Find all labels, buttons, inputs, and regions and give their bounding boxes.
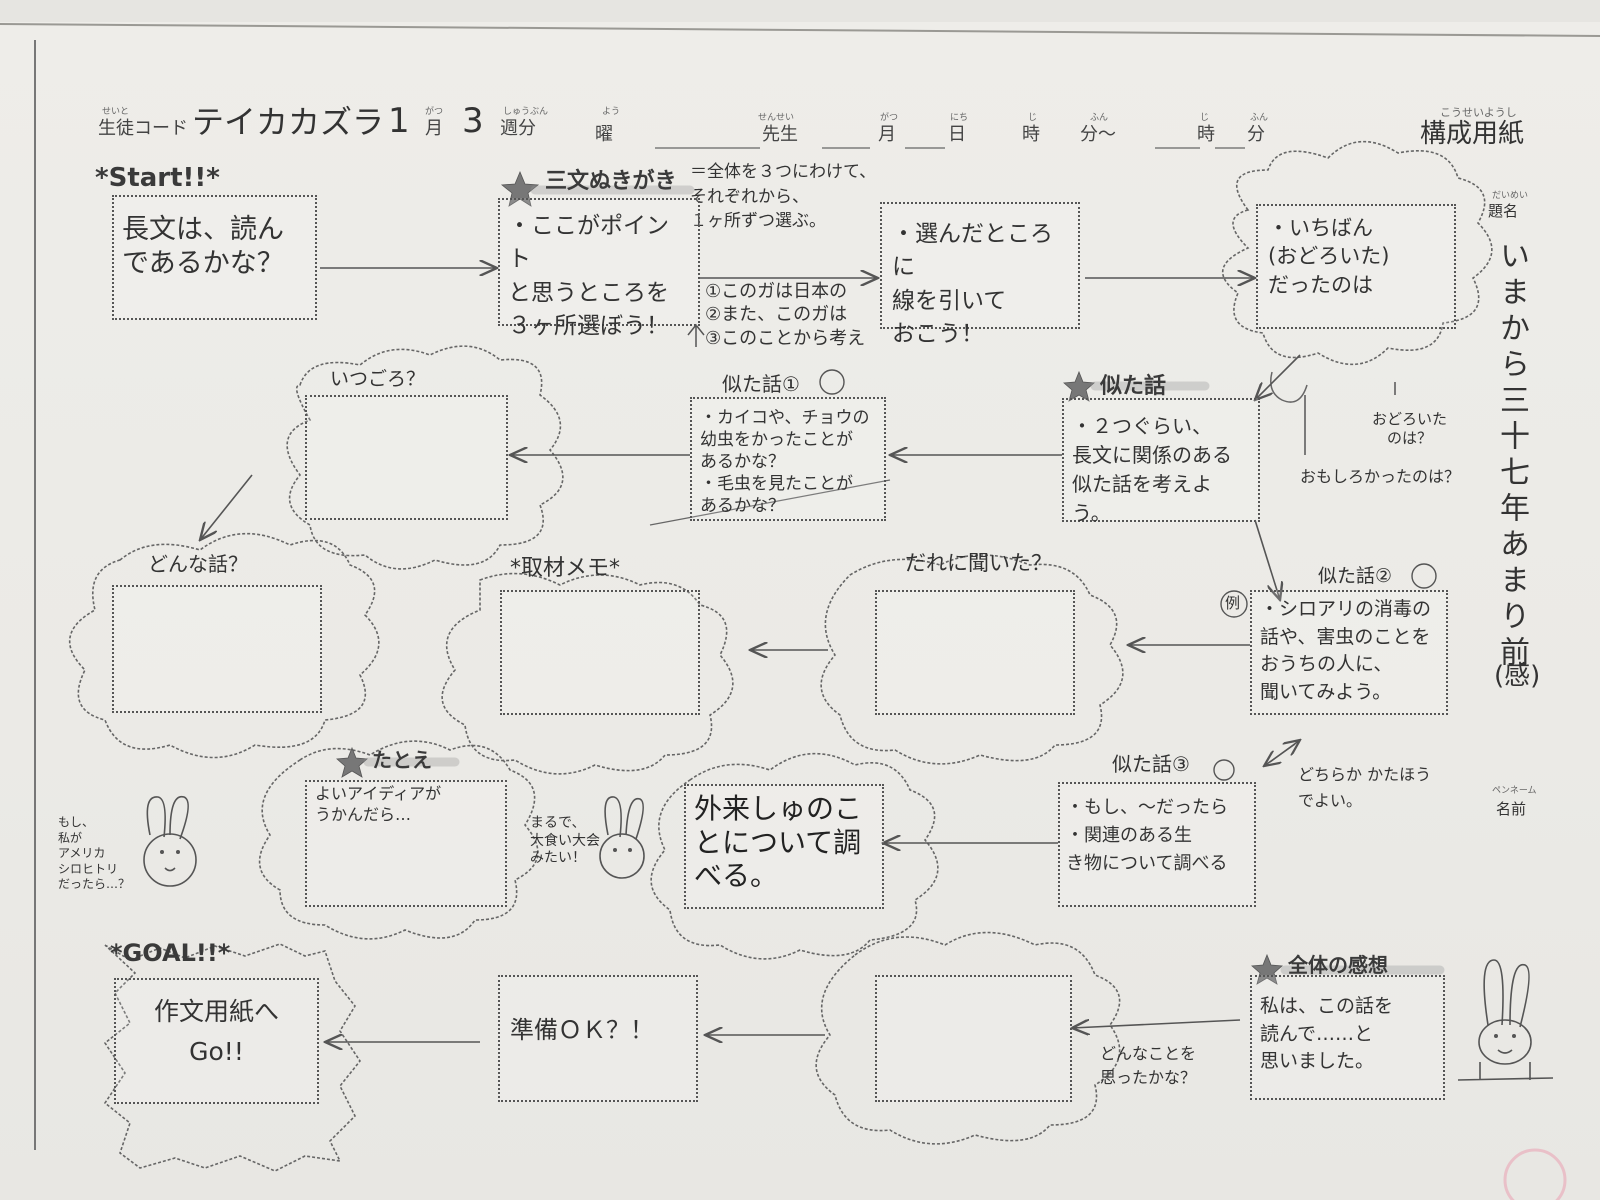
similar2-text: ・シロアリの消毒の 話や、害虫のことを おうちの人に、 聞いてみよう。 [1260, 598, 1432, 703]
minute-ruby: ふん [1090, 113, 1109, 123]
similar3-box: ・もし、～だったら ・関連のある生 き物について調べる [1058, 782, 1256, 907]
date-month-ruby: がつ [880, 113, 899, 123]
sheet-title-ruby: こうせいようし [1440, 106, 1517, 119]
surprised-note: おどろいた のは？ [1372, 410, 1448, 447]
weekday-label: 曜 [595, 124, 613, 145]
analogy-heading: たとえ [372, 748, 432, 772]
what-story-label: どんな話？ [148, 552, 248, 576]
name-ruby: ペンネーム [1492, 786, 1537, 796]
when-label: いつごろ？ [330, 368, 426, 390]
month-unit: 月 [425, 118, 443, 139]
minute-label: 分～ [1080, 124, 1116, 145]
draw-line-box: ・選んだところに 線を引いて おこう！ [880, 202, 1080, 347]
essay-title: いまから三十七年あまり前 [1494, 240, 1529, 672]
worksheet-paper [0, 22, 1600, 1200]
surprised-text: ・いちばん (おどろいた) だったのは [1268, 216, 1390, 297]
month-value: 1 [388, 101, 410, 141]
start-box: 長文は、読ん であるかな？ [112, 195, 317, 320]
interview-box[interactable] [500, 590, 700, 715]
goal-heading: *GOAL!!* [110, 939, 231, 967]
ready-box: 準備ＯＫ？！ [498, 975, 698, 1102]
similar1-box: ・カイコや、チョウの 幼虫をかったことが あるかな？ ・毛虫を見たことが あるか… [690, 397, 886, 521]
goal-text: 作文用紙へ Go!! [153, 997, 279, 1066]
goal-box: 作文用紙へ Go!! [114, 978, 319, 1104]
hour-label: 時 [1022, 124, 1040, 145]
interesting-note: おもしろかったのは？ [1300, 467, 1461, 486]
similar2-heading: 似た話② [1318, 565, 1393, 587]
who-asked-label: だれに聞いた？ [905, 551, 1052, 575]
teacher-ruby: せんせい [758, 113, 795, 123]
overall-box: 私は、この話を 読んで……と 思いました。 [1250, 975, 1445, 1100]
either-ok-note: どちらか かたほう でよい。 [1298, 765, 1432, 810]
hour-ruby: じ [1028, 113, 1038, 123]
date-day-label: 日 [948, 124, 966, 145]
month-ruby: がつ [425, 107, 444, 117]
week-value: 3 [462, 101, 484, 141]
similar-main-heading: 似た話 [1100, 374, 1167, 399]
who-asked-box[interactable] [875, 590, 1075, 715]
excerpts-note: ＝全体を３つにわけて、 それぞれから、 １ヶ所ずつ選ぶ。 [690, 162, 877, 232]
overall-answer-box[interactable] [875, 975, 1072, 1102]
title-label: 題名 [1488, 202, 1519, 220]
week-ruby: しゅうぶん [503, 107, 549, 117]
start-heading: *Start!!* [95, 163, 220, 193]
date-month-label: 月 [878, 124, 896, 145]
similar3-text: ・もし、～だったら ・関連のある生 き物について調べる [1066, 797, 1228, 874]
date-day-ruby: にち [950, 113, 969, 123]
similar2-example: 例 [1225, 594, 1241, 612]
name-label: 名前 [1496, 800, 1527, 818]
what-story-box[interactable] [112, 585, 322, 713]
similar1-text: ・カイコや、チョウの 幼虫をかったことが あるかな？ ・毛虫を見たことが あるか… [700, 408, 870, 517]
ready-text: 準備ＯＫ？！ [510, 1016, 654, 1044]
left-margin-line [34, 40, 36, 1150]
rabbit2-speech: まるで、 大食い大会みたい！ [530, 815, 600, 866]
draw-line-text: ・選んだところに 線を引いて おこう！ [892, 221, 1053, 348]
rabbit1-speech: もし、 私が アメリカ シロヒトリ だったら…？ [58, 815, 131, 892]
surprised-box: ・いちばん (おどろいた) だったのは [1256, 204, 1456, 329]
student-name: テイカカズラ [192, 103, 385, 141]
analogy-text: よいアイディアが うかんだら… [315, 784, 442, 824]
teacher-label: 先生 [762, 124, 798, 145]
similar2-box: ・シロアリの消毒の 話や、害虫のことを おうちの人に、 聞いてみよう。 [1250, 590, 1448, 715]
similar-main-box: ・２つぐらい、 長文に関係のある 似た話を考えよう。 [1062, 398, 1260, 525]
overall-text: 私は、この話を 読んで……と 思いました。 [1260, 995, 1394, 1073]
interview-label: *取材メモ* [510, 556, 621, 581]
week-unit: 週分 [500, 118, 536, 139]
similar3-heading: 似た話③ [1112, 752, 1190, 776]
excerpts-heading: 三文ぬきがき [545, 169, 677, 194]
excerpts-box: ・ここがポイント と思うところを ３ヶ所選ぼう！ [498, 198, 700, 339]
excerpts-text: ・ここがポイント と思うところを ３ヶ所選ぼう！ [508, 213, 669, 340]
overall-prompt: どんなことを 思ったかな？ [1100, 1044, 1197, 1087]
minute2-label: 分 [1247, 124, 1265, 145]
sheet-title: 構成用紙 [1420, 119, 1525, 149]
code-ruby: せいと [102, 107, 130, 117]
overall-heading: 全体の感想 [1288, 953, 1388, 977]
hour2-ruby: じ [1200, 113, 1210, 123]
start-text: 長文は、読ん であるかな？ [122, 214, 284, 279]
when-box[interactable] [305, 395, 508, 520]
research-box: 外来しゅのこ とについて調 べる。 [684, 784, 884, 909]
minute2-ruby: ふん [1250, 113, 1269, 123]
research-text: 外来しゅのこ とについて調 べる。 [694, 792, 863, 893]
similar-main-text: ・２つぐらい、 長文に関係のある 似た話を考えよう。 [1072, 414, 1232, 525]
excerpts-hints: ①このガは日本の ②また、このガは ③このことから考え [705, 281, 866, 349]
title-ruby: だいめい [1492, 191, 1529, 201]
analogy-box: よいアイディアが うかんだら… [305, 780, 507, 907]
essay-title-suffix: (感) [1494, 661, 1541, 691]
similar1-heading: 似た話① [722, 372, 800, 396]
student-code-label: 生徒コード [98, 118, 188, 139]
hour2-label: 時 [1197, 124, 1215, 145]
weekday-ruby: よう [602, 107, 621, 117]
